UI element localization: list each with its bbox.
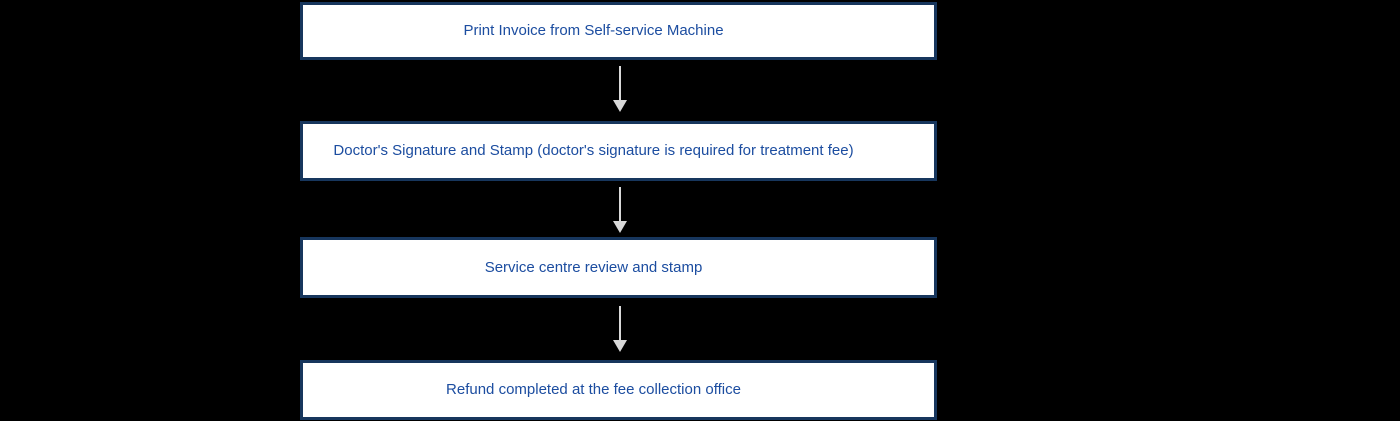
flow-step-refund-completed: Refund completed at the fee collection o… (300, 360, 937, 420)
flow-step-service-centre-review: Service centre review and stamp (300, 237, 937, 298)
flow-step-label: Doctor's Signature and Stamp (doctor's s… (333, 142, 854, 159)
down-arrow-icon (613, 66, 627, 112)
down-arrow-icon (613, 306, 627, 352)
flow-step-doctor-signature: Doctor's Signature and Stamp (doctor's s… (300, 121, 937, 181)
flow-step-label: Service centre review and stamp (484, 258, 703, 276)
flow-step-label: Refund completed at the fee collection o… (446, 381, 741, 398)
flow-step-label: Print Invoice from Self-service Machine (463, 22, 724, 39)
flow-step-print-invoice: Print Invoice from Self-service Machine (300, 2, 937, 60)
down-arrow-icon (613, 187, 627, 233)
